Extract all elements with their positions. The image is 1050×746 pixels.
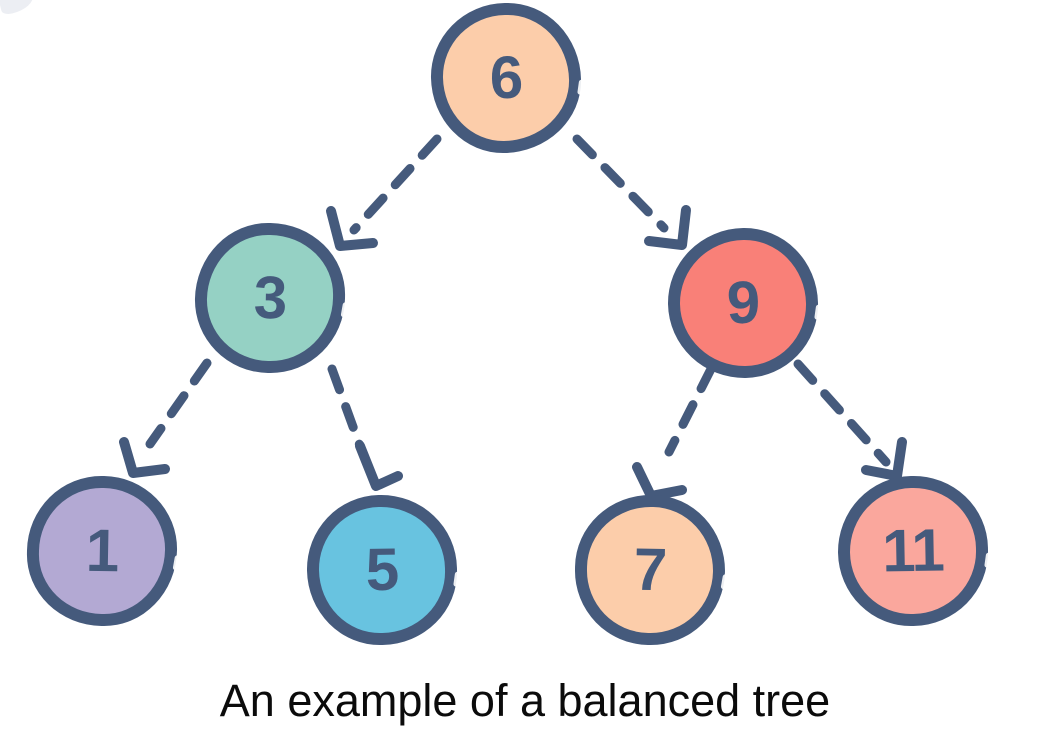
- edge-6-3-line: [349, 134, 442, 235]
- edge-6-9-arrowhead-icon: [644, 205, 691, 250]
- edge-9-7-line: [664, 364, 716, 457]
- node-5-value: 5: [365, 535, 399, 604]
- edge-3-5-line: [327, 364, 365, 451]
- edge-3-1-arrowhead-icon: [119, 437, 170, 478]
- node-6-value: 6: [489, 43, 523, 112]
- node-1-value: 1: [85, 516, 119, 585]
- edge-3-1-line: [145, 358, 212, 449]
- edge-9-11-line: [793, 359, 891, 467]
- edge-9-7-arrowhead-icon: [632, 462, 687, 501]
- node-3-value: 3: [253, 263, 287, 332]
- node-11-value: 11: [881, 516, 945, 585]
- edge-3-5-arrowhead-icon: [355, 441, 403, 491]
- node-7-value: 7: [633, 535, 667, 604]
- edge-9-11-arrowhead-icon: [861, 437, 907, 481]
- edge-6-3-arrowhead-icon: [326, 206, 378, 251]
- edge-6-9-line: [572, 134, 669, 233]
- node-9-value: 9: [726, 268, 760, 337]
- diagram-caption: An example of a balanced tree: [219, 675, 831, 726]
